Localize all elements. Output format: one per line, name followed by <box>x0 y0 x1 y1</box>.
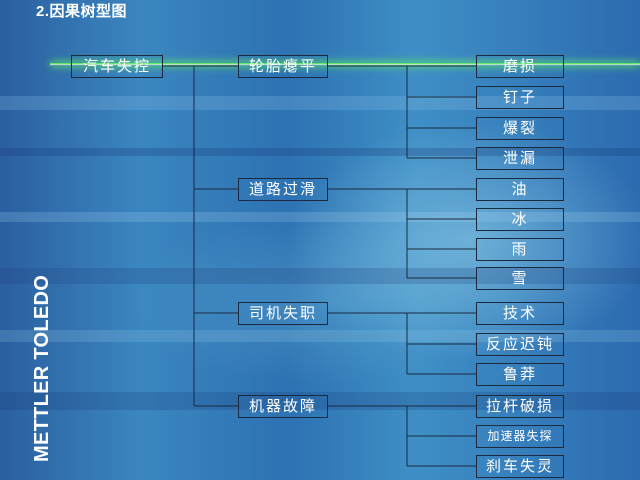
effect-leaf-node: 冰 <box>476 208 564 231</box>
cause-node: 司机失职 <box>238 302 328 325</box>
effect-leaf-node: 爆裂 <box>476 117 564 140</box>
cause-node: 机器故障 <box>238 395 328 418</box>
effect-leaf-node: 刹车失灵 <box>476 455 564 478</box>
background-band <box>0 96 640 110</box>
effect-leaf-node: 油 <box>476 178 564 201</box>
effect-leaf-node: 拉杆破损 <box>476 395 564 418</box>
background-band <box>0 268 640 284</box>
background-band <box>0 148 640 156</box>
highlight-line <box>50 62 640 66</box>
cause-node: 道路过滑 <box>238 178 328 201</box>
effect-leaf-node: 雨 <box>476 238 564 261</box>
effect-leaf-node: 磨损 <box>476 55 564 78</box>
root-node: 汽车失控 <box>71 55 163 78</box>
background-band <box>0 392 640 410</box>
effect-leaf-node: 技术 <box>476 302 564 325</box>
effect-leaf-node: 钉子 <box>476 86 564 109</box>
cause-node: 轮胎瘪平 <box>238 55 328 78</box>
effect-leaf-node: 鲁莽 <box>476 363 564 386</box>
effect-leaf-node: 加速器失探 <box>476 425 564 448</box>
slide-title: 2.因果树型图 <box>36 3 128 20</box>
effect-leaf-node: 泄漏 <box>476 147 564 170</box>
background-band <box>0 212 640 222</box>
effect-leaf-node: 雪 <box>476 267 564 290</box>
effect-leaf-node: 反应迟钝 <box>476 333 564 356</box>
